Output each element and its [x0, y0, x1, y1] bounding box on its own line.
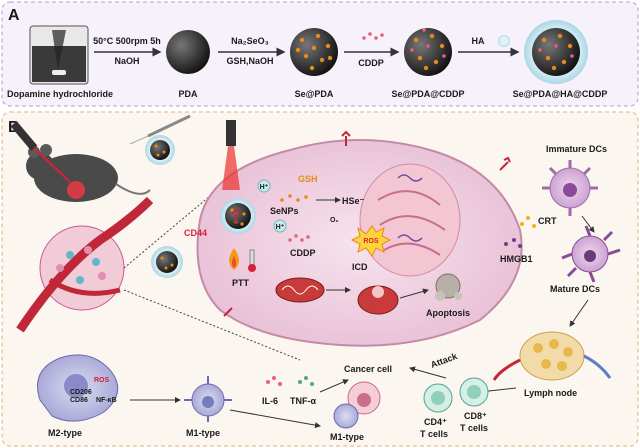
- hse-label: HSe⁻: [342, 196, 365, 206]
- apoptosis-label: Apoptosis: [426, 308, 470, 318]
- cond-top: 50°C 500rpm 5h: [93, 36, 161, 46]
- receptor-icons: [223, 130, 511, 317]
- senps-label: SeNPs: [270, 206, 299, 216]
- h-plus-1-bubble: [257, 179, 271, 193]
- m1-label-a: M1-type: [186, 428, 220, 438]
- m1-macrophage-icon-a: [184, 376, 232, 422]
- panel-b: B: [1, 111, 639, 447]
- ros-small-label: ROS: [94, 377, 110, 384]
- h-plus-2-bubble: [273, 219, 287, 233]
- lymph-node-icon: [492, 331, 612, 381]
- dc-lymph-arrow: [569, 299, 589, 327]
- step-se-pda-cddp: Se@PDA@CDDP: [391, 89, 464, 99]
- laser-icon: [10, 121, 71, 183]
- m2-macrophage-icon: [37, 354, 119, 422]
- mature-dcs-label: Mature DCs: [550, 284, 600, 294]
- se-pda-sphere: [290, 28, 338, 76]
- step-dopamine: Dopamine hydrochloride: [7, 89, 113, 99]
- se-pda-ha-cddp-sphere: [524, 20, 588, 84]
- step-pda: PDA: [178, 89, 198, 99]
- damaged-mitochondria-icon: [357, 285, 399, 315]
- apoptotic-body-icon: [435, 273, 462, 301]
- cd8-sub-label: T cells: [460, 423, 488, 433]
- il6-dots-icon: [266, 376, 282, 386]
- cd8-label: CD8⁺: [464, 411, 487, 421]
- icd-label: ICD: [352, 262, 368, 272]
- mature-dc-icon: [561, 225, 621, 283]
- ha-icon: [498, 35, 510, 47]
- tnfa-label: TNF-α: [290, 396, 316, 406]
- step-se-pda-ha-cddp: Se@PDA@HA@CDDP: [513, 89, 608, 99]
- cd4-label: CD4⁺: [424, 417, 447, 427]
- tnfa-dots-icon: [298, 376, 314, 386]
- cddp-label: CDDP: [358, 58, 384, 68]
- crt-label: CRT: [538, 216, 557, 226]
- cddp-cell-label: CDDP: [290, 248, 316, 258]
- reagent-top: Na₂SeO₃: [231, 36, 269, 46]
- m1-label-b: M1-type: [330, 432, 364, 442]
- dc-mature-arrow: [581, 215, 595, 233]
- mitochondria-icon: [275, 277, 325, 303]
- syringe-icon: [129, 114, 191, 145]
- h-plus-2: H⁺: [276, 224, 285, 231]
- dna-icon: [397, 174, 423, 242]
- m2-label: M2-type: [48, 428, 82, 438]
- se-pda-cddp-sphere: [404, 28, 452, 76]
- ha-label: HA: [472, 36, 485, 46]
- m1-cytokine-arrow: [229, 409, 321, 429]
- ptt-label: PTT: [232, 278, 250, 288]
- small-cancer-cell-icon: [347, 381, 381, 415]
- immature-dc-icon: [542, 160, 598, 216]
- nfkb-label: NF-κB: [96, 397, 117, 404]
- m1-cancer-arrow: [319, 379, 349, 393]
- hmgb1-label: HMGB1: [500, 254, 533, 264]
- crt-dots-icon: [520, 216, 536, 228]
- senps-dots-icon: [280, 194, 308, 202]
- il6-label: IL-6: [262, 396, 278, 406]
- zoom-line-top: [123, 195, 211, 269]
- cddp-dots-icon: [362, 32, 384, 40]
- hmgb1-dots-icon: [504, 238, 522, 248]
- laser-cell-icon: [222, 120, 240, 190]
- cd4-sub-label: T cells: [420, 429, 448, 439]
- o2-label: O₂: [330, 217, 339, 224]
- cddp-cell-dots-icon: [288, 234, 310, 242]
- panel-a: A Dopamine hydrochloride 50°C 500rpm 5h …: [1, 1, 639, 107]
- apoptosis-arrow: [399, 288, 429, 299]
- cd206-label: CD206: [70, 389, 92, 396]
- gsh-label: GSH: [298, 174, 318, 184]
- zoom-line-bottom: [123, 289, 301, 361]
- ros-label: ROS: [363, 238, 379, 245]
- reagent-bottom: GSH,NaOH: [226, 56, 273, 66]
- thermometer-icon: [248, 249, 256, 272]
- cond-bottom: NaOH: [114, 56, 139, 66]
- nanoparticle-inset: [145, 135, 175, 165]
- nanoparticle-free: [151, 246, 183, 278]
- panel-a-letter: A: [8, 7, 20, 24]
- lymph-node-label: Lymph node: [524, 388, 577, 398]
- tumor-icon: [16, 196, 154, 333]
- pda-sphere: [166, 30, 210, 74]
- cancer-cell-label: Cancer cell: [344, 364, 392, 374]
- m1-macrophage-icon-b: [333, 403, 359, 429]
- cd44-label: CD44: [184, 228, 207, 238]
- cd4-tcell-icon: [423, 383, 453, 413]
- attack-arrow: [409, 366, 447, 379]
- h-plus-1: H⁺: [260, 184, 269, 191]
- ros-burst-icon: ROS: [350, 225, 392, 257]
- cd8-tcell-icon: [459, 377, 489, 407]
- nucleus: [359, 163, 461, 277]
- cd86-label: CD86: [70, 397, 88, 404]
- cell-nanoparticle: [220, 198, 256, 234]
- beaker-icon: [29, 25, 89, 85]
- step-se-pda: Se@PDA: [295, 89, 334, 99]
- immature-dcs-label: Immature DCs: [546, 144, 607, 154]
- flame-icon: [229, 248, 239, 270]
